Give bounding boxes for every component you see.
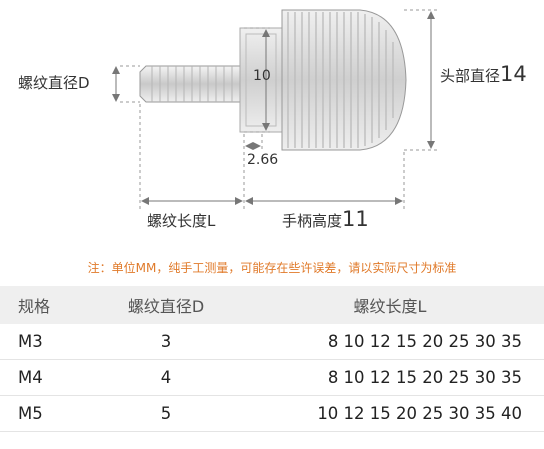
- header-spec: 规格: [0, 286, 96, 324]
- table-header-row: 规格 螺纹直径D 螺纹长度L: [0, 286, 544, 324]
- table-row: M5 5 10 12 15 20 25 30 35 40: [0, 395, 544, 432]
- dimension-arrows: [112, 11, 435, 205]
- table-row: M3 3 8 10 12 15 20 25 30 35: [0, 324, 544, 360]
- cell-spec: M3: [0, 324, 96, 360]
- thread-lines: [151, 66, 233, 102]
- cell-spec: M5: [0, 395, 96, 432]
- handle-height-value: 11: [342, 207, 369, 231]
- cell-lengths: 8 10 12 15 20 25 30 35: [236, 359, 544, 396]
- knurl-lines: [287, 12, 394, 148]
- cell-diameter: 4: [96, 359, 236, 396]
- cell-lengths: 8 10 12 15 20 25 30 35: [236, 324, 544, 360]
- screw-diagram: [112, 9, 440, 210]
- head-diameter-value: 14: [500, 62, 527, 86]
- head-diameter-text: 头部直径: [440, 67, 501, 85]
- measurement-note: 注：单位MM，纯手工测量，可能存在些许误差，请以实际尺寸为标准: [87, 261, 457, 275]
- dim-10-label: 10: [253, 68, 271, 84]
- dim-266-label: 2.66: [247, 152, 279, 168]
- cell-diameter: 5: [96, 395, 236, 432]
- head-diameter-label: 头部直径14: [440, 62, 527, 86]
- spec-table: 规格 螺纹直径D 螺纹长度L M3 3 8 10 12 15 20 25 30 …: [0, 286, 544, 432]
- screw-shaft: [139, 65, 241, 103]
- handle-height-text: 手柄高度: [282, 212, 343, 230]
- handle-height-label: 手柄高度11: [282, 207, 369, 231]
- cell-diameter: 3: [96, 324, 236, 360]
- thread-diameter-label: 螺纹直径D: [18, 74, 90, 92]
- header-thread-diameter: 螺纹直径D: [96, 286, 236, 324]
- header-thread-length: 螺纹长度L: [236, 286, 544, 324]
- thread-length-label: 螺纹长度L: [147, 212, 216, 230]
- screw-drawing: 螺纹直径D 头部直径14 10 2.66 螺纹长度L 手柄高度11: [18, 9, 527, 231]
- extension-lines: [120, 9, 440, 210]
- screw-collar: [239, 27, 283, 133]
- cell-lengths: 10 12 15 20 25 30 35 40: [236, 395, 544, 432]
- cell-spec: M4: [0, 359, 96, 396]
- table-row: M4 4 8 10 12 15 20 25 30 35: [0, 359, 544, 396]
